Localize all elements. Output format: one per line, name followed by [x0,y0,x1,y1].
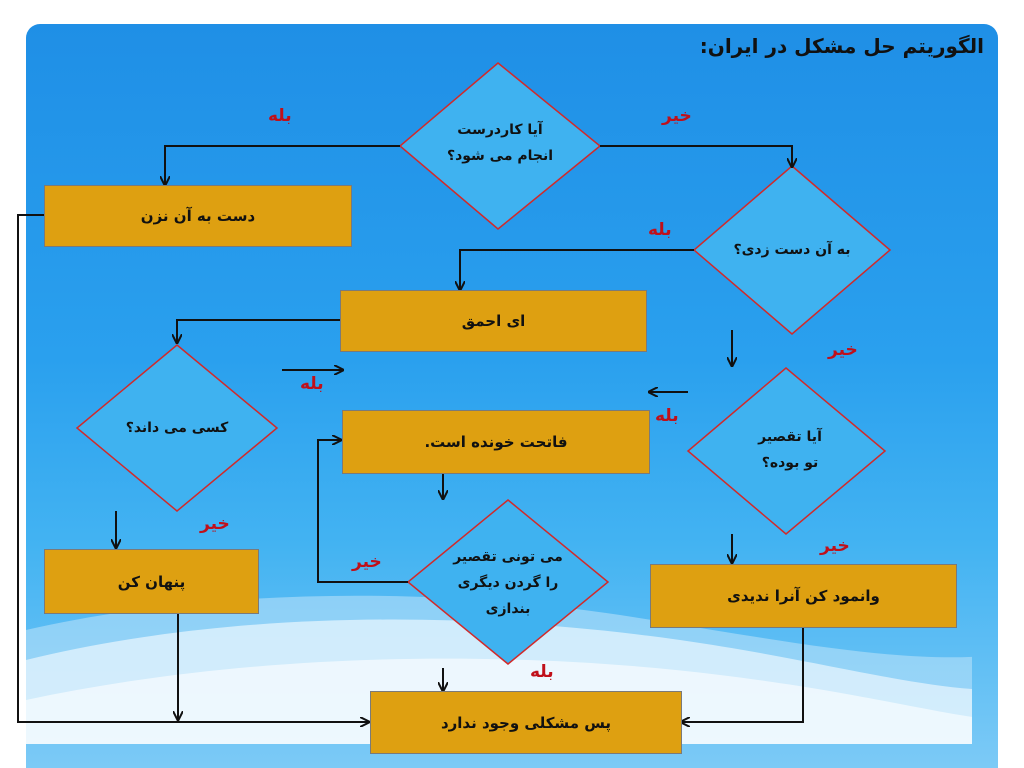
box-hide: پنهان کن [44,549,259,614]
decision-anyone-knows-text: کسی می داند؟ [125,420,229,436]
label-no-your-fault: خیر [820,536,850,556]
box-pretend: وانمود کن آنرا ندیدی [650,564,957,628]
decision-work-ok [398,62,602,230]
label-yes-touched: بله [648,220,672,240]
label-no-touched: خیر [828,340,858,360]
decision-your-fault [686,367,887,535]
decision-blame-other-text: می تونی تقصیر را گردن دیگری بندازی [453,549,563,617]
box-dont-touch: دست به آن نزن [44,185,352,247]
page-title: الگوریتم حل مشکل در ایران: [699,34,984,58]
label-yes-your-fault: بله [655,406,679,426]
decision-your-fault-text: آیا تقصیر تو بوده؟ [758,429,822,471]
decision-touched [692,165,892,335]
label-yes-anyone-knows: بله [300,374,324,394]
box-no-problem: پس مشکلی وجود ندارد [370,691,682,754]
label-yes-blame-other: بله [530,662,554,682]
box-fool: ای احمق [340,290,647,352]
decision-work-ok-text: آیا کاردرست انجام می شود؟ [446,122,554,164]
decision-blame-other [406,499,610,665]
decision-touched-text: به آن دست زدی؟ [733,242,851,258]
label-no-work-ok: خیر [662,106,692,126]
label-no-blame-other: خیر [352,552,382,572]
decision-anyone-knows [75,344,279,512]
label-yes-work-ok: بله [268,106,292,126]
label-no-anyone-knows: خیر [200,514,230,534]
box-doomed: فاتحت خونده است. [342,410,650,474]
